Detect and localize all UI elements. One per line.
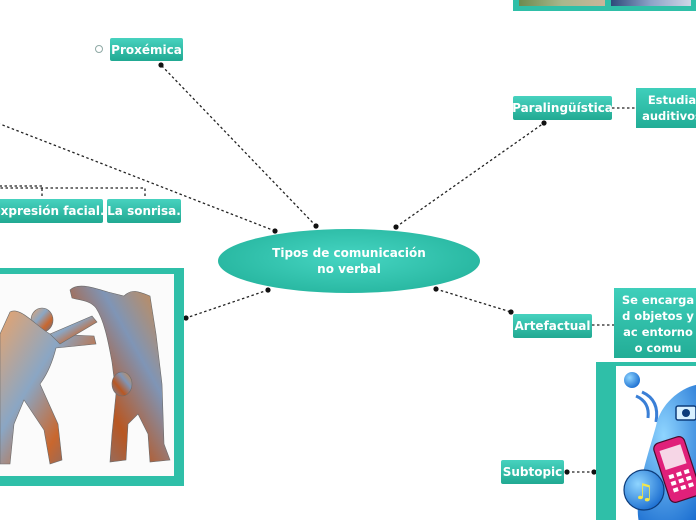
topic-artefactual[interactable]: Artefactual [513,314,592,338]
paralinguistica-description[interactable]: Estudia auditivos [636,88,696,128]
bubble-icon [624,372,640,388]
artefactual-description-text: Se encarga d objetos y ac entorno o comu [621,293,695,355]
topic-proxemica[interactable]: Proxémica [110,38,183,61]
link-image-left [185,289,269,319]
pink-phone-icon [653,436,696,503]
link-dot [158,62,164,68]
central-topic[interactable]: Tipos de comunicación no verbal [218,229,480,293]
link-dot [313,223,319,229]
figures-silhouette-icon [0,285,171,465]
dancers-image-frame[interactable] [0,268,184,486]
link-proxemica [160,64,317,227]
topic-expresion-facial[interactable]: expresión facial. [0,199,105,223]
svg-text:♫: ♫ [634,480,654,505]
bracket-expresion [0,185,43,196]
mobile-phone-icon: ♫ [623,372,696,520]
collapse-toggle[interactable] [95,45,103,53]
topic-paralinguistica[interactable]: Paralingüística [512,96,613,120]
link-dot [591,469,597,475]
topic-sonrisa[interactable]: La sonrisa. [107,199,181,223]
paralinguistica-description-text: Estudia auditivos [642,93,696,123]
link-dot [272,228,278,234]
devices-image: ♫ [616,366,696,520]
link-paralinguistica [395,122,545,228]
link-dot [433,286,439,292]
bracket-sonrisa [0,187,146,196]
link-dot [541,120,547,126]
devices-image-frame[interactable]: ♫ [596,362,696,520]
link-dot [393,224,399,230]
central-topic-label: Tipos de comunicación no verbal [272,246,426,276]
top-image-frame [513,0,696,11]
dancers-image [0,274,174,476]
link-left-upper [0,123,276,232]
link-dot [508,309,514,315]
link-dot [183,315,189,321]
link-dot [265,287,271,293]
music-note-icon [623,469,665,511]
link-dot [564,469,570,475]
link-artefactual [435,288,512,313]
artefactual-description[interactable]: Se encarga d objetos y ac entorno o comu [614,288,696,358]
topic-subtopic[interactable]: Subtopic [501,460,564,484]
